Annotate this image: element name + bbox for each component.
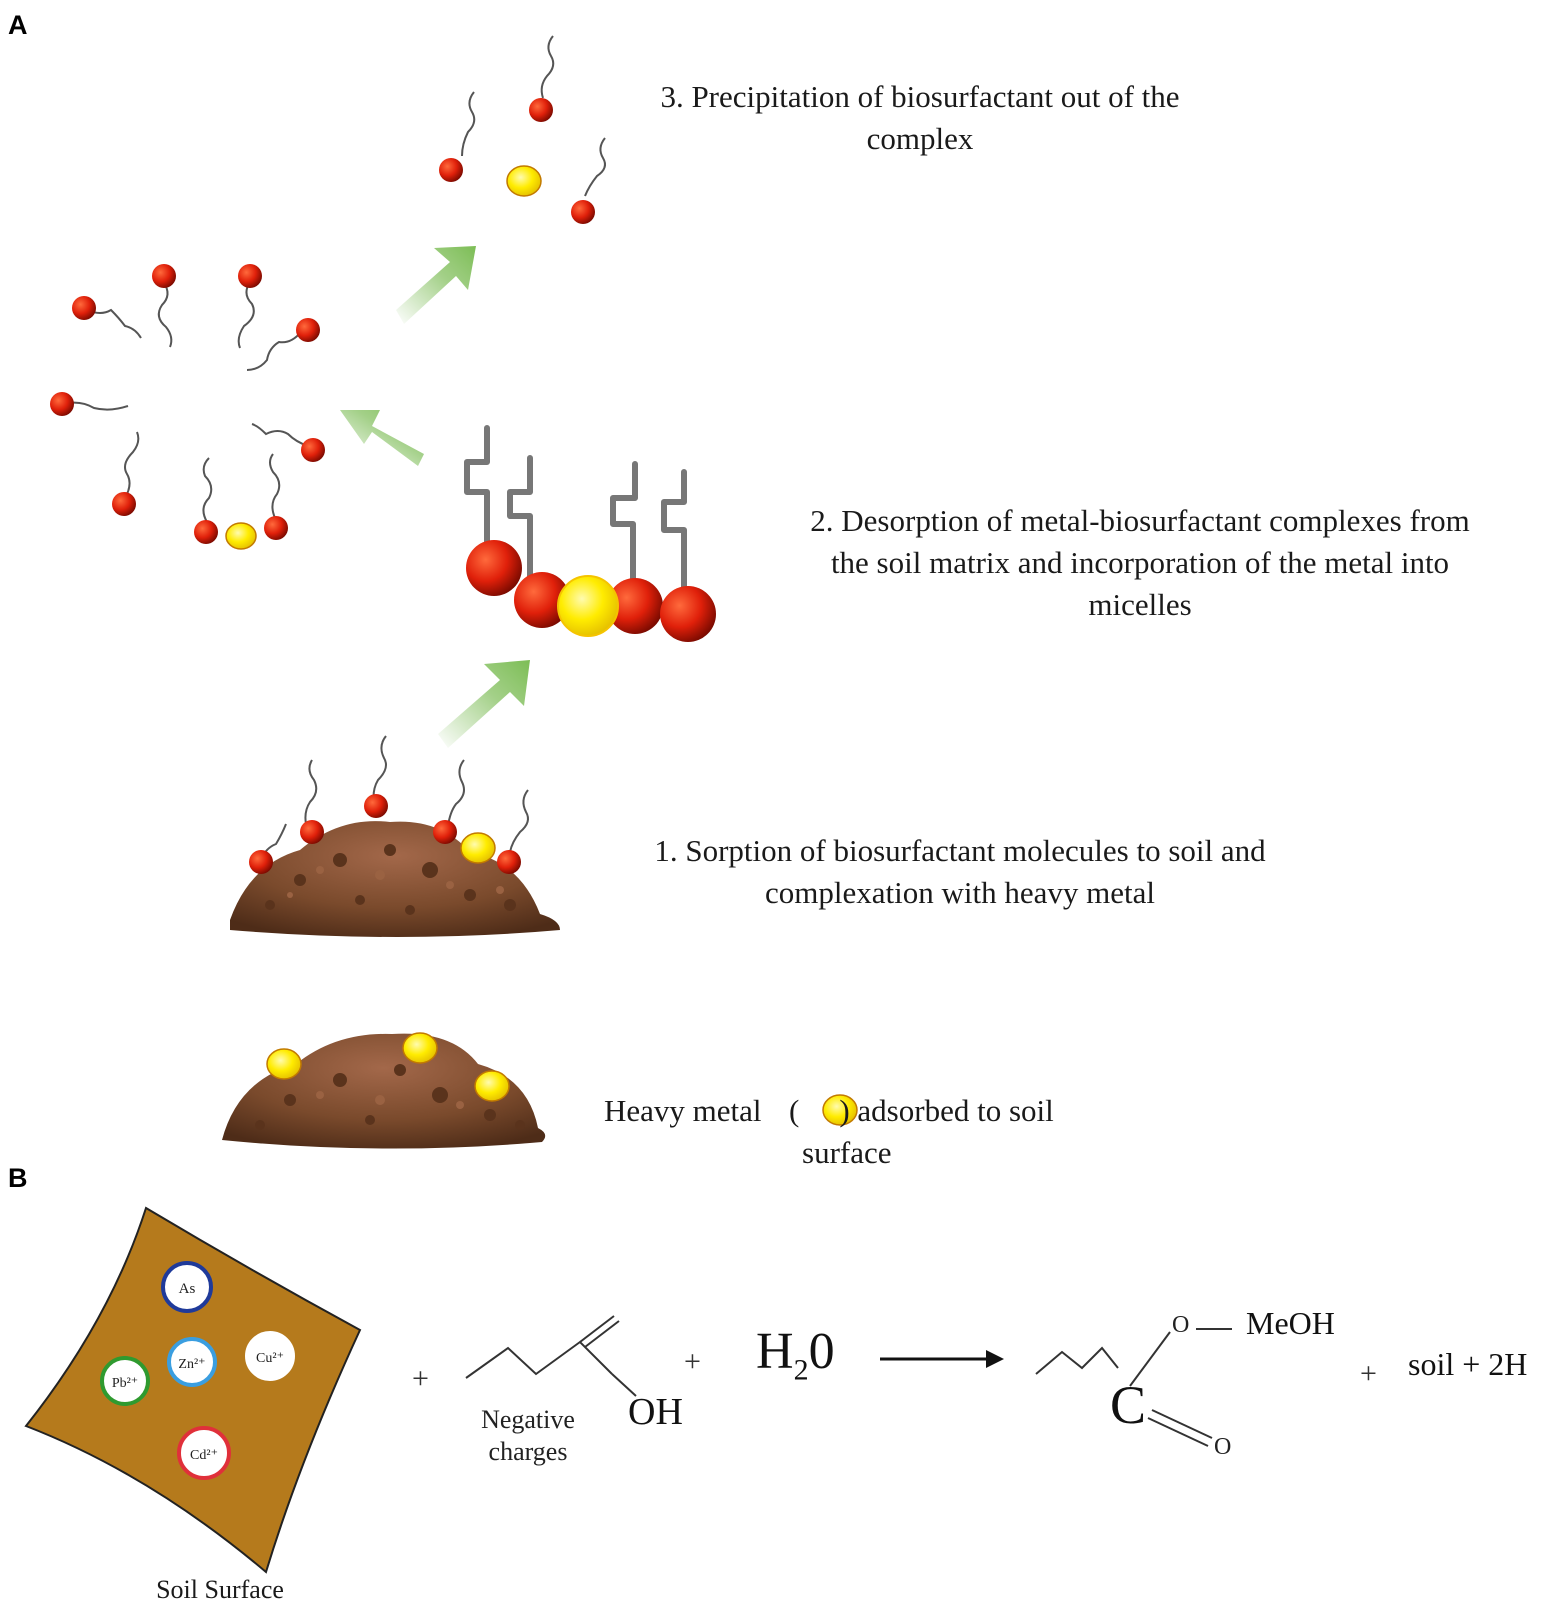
step0-soil-with-metals <box>222 1032 546 1149</box>
step2-complex <box>464 425 716 642</box>
heavy-metal-legend-icon <box>822 1094 858 1126</box>
step3-caption: 3. Precipitation of biosurfactant out of… <box>570 76 1270 160</box>
product-meoh: MeOH <box>1246 1305 1335 1341</box>
transition-arrow-2-micelle <box>340 410 424 466</box>
ion-as <box>161 1261 213 1313</box>
product-molecule <box>1035 1328 1232 1447</box>
metal-ion <box>474 1070 510 1102</box>
ion-label: Zn²⁺ <box>178 1357 205 1372</box>
product-o-top: O <box>1172 1312 1190 1338</box>
plus-sign-2: + <box>684 1345 701 1378</box>
ion-cu <box>245 1331 295 1381</box>
carboxyl-molecule <box>465 1315 637 1397</box>
metal-ion <box>225 522 257 550</box>
step3-caption-line2: complex <box>866 121 974 156</box>
step2-caption-line3: micelles <box>1088 587 1192 622</box>
transition-arrow-1-2 <box>438 660 530 748</box>
micelle <box>63 281 309 523</box>
micelle-heads <box>50 264 325 550</box>
reaction-arrow <box>880 1350 1004 1368</box>
step1-caption: 1. Sorption of biosurfactant molecules t… <box>590 830 1330 914</box>
metal-ion <box>266 1048 302 1080</box>
soil-surface-label: Soil Surface <box>156 1575 284 1604</box>
step0-caption-after: adsorbed to soil <box>857 1093 1054 1128</box>
ion-pb <box>100 1356 150 1406</box>
metal-ion <box>402 1032 438 1064</box>
transition-arrow-2-3 <box>396 246 476 324</box>
water-formula: H20 <box>756 1322 835 1387</box>
step3-caption-line1: 3. Precipitation of biosurfactant out of… <box>660 79 1180 114</box>
panel-a-label: A <box>8 10 28 40</box>
ion-label: Cd²⁺ <box>190 1448 218 1463</box>
ion-label: Cu²⁺ <box>256 1351 284 1366</box>
negative-charges-label: Negative charges <box>466 1404 590 1468</box>
soil-surface-plate: As Zn²⁺ Cu²⁺ Pb²⁺ Cd²⁺ <box>24 1206 362 1574</box>
step0-caption-open-paren: ( <box>789 1093 800 1128</box>
negative-charges-line2: charges <box>488 1437 568 1466</box>
negative-charges-line1: Negative <box>481 1405 575 1434</box>
water-subscript: 2 <box>793 1353 809 1387</box>
water-h: H <box>756 1323 794 1380</box>
step0-caption-before: Heavy metal <box>604 1093 762 1128</box>
metal-ion <box>557 575 619 637</box>
step0-caption: Heavy metal () adsorbed to soil surface <box>604 1090 1124 1174</box>
metal-ion <box>506 165 542 197</box>
step1-caption-line1: 1. Sorption of biosurfactant molecules t… <box>654 833 1266 868</box>
step0-caption-close-paren: ) <box>839 1093 850 1128</box>
ion-cd <box>177 1426 231 1480</box>
step3-precipitated-surfactants <box>439 35 606 224</box>
ion-zn <box>167 1337 217 1387</box>
step2-caption: 2. Desorption of metal-biosurfactant com… <box>740 500 1540 626</box>
plus-sign-1: + <box>412 1362 429 1395</box>
step0-caption-line2: surface <box>802 1135 892 1170</box>
step1-caption-line2: complexation with heavy metal <box>765 875 1155 910</box>
step1-soil-with-surfactants <box>230 735 560 937</box>
product-o-bottom: O <box>1214 1434 1232 1460</box>
panel-b-label: B <box>8 1163 28 1193</box>
step2-caption-line2: the soil matrix and incorporation of the… <box>830 545 1450 580</box>
plus-sign-3: + <box>1360 1357 1377 1390</box>
ion-label: As <box>179 1281 196 1297</box>
metal-ion <box>460 832 496 864</box>
water-zero: 0 <box>808 1323 835 1380</box>
oh-group: OH <box>628 1391 683 1433</box>
step2-caption-line1: 2. Desorption of metal-biosurfactant com… <box>810 503 1470 538</box>
ion-label: Pb²⁺ <box>112 1376 138 1391</box>
soil-plus-2h: soil + 2H <box>1408 1346 1528 1382</box>
product-carbon: C <box>1110 1375 1147 1435</box>
